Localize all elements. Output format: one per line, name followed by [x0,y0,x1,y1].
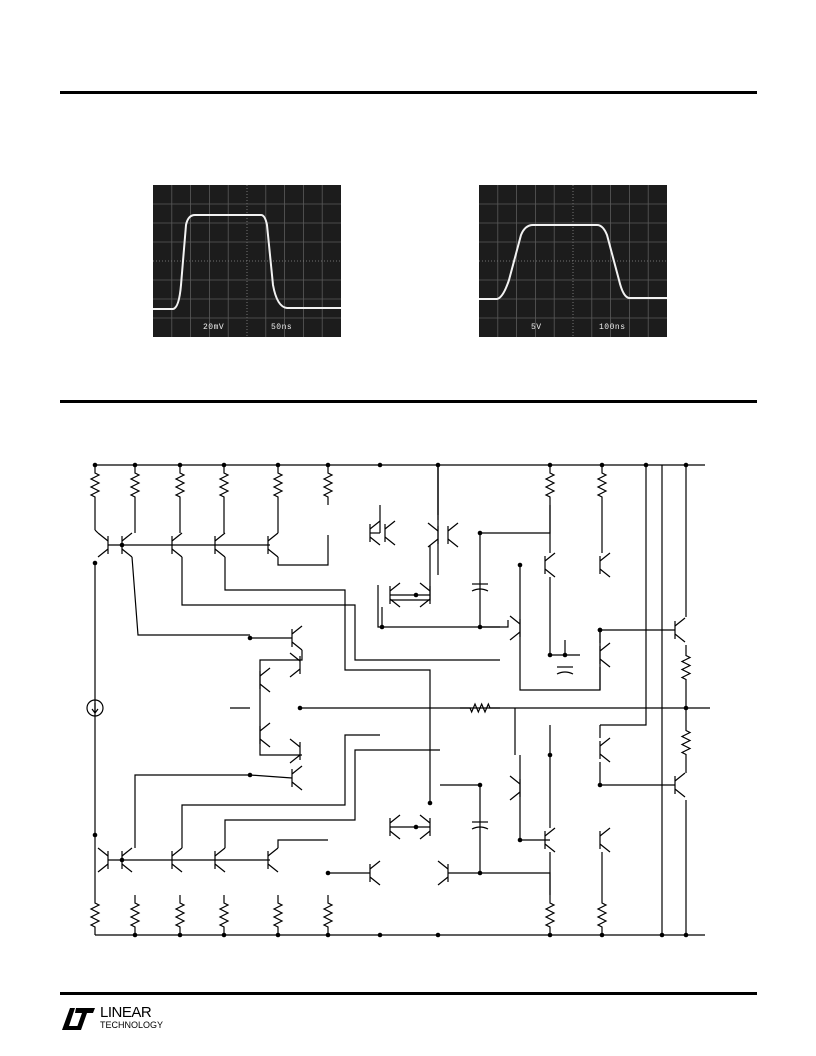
lt-logo-icon [62,1008,95,1030]
scope-volts-label-right: 5V [531,323,542,332]
simplified-schematic [86,462,710,938]
bottom-rule [60,992,757,995]
scope-screen-right [479,185,667,337]
logo-linear: LINEAR [100,1004,152,1021]
scope-photo-small-signal: 20mV 50ns [153,185,341,337]
scope-photo-large-signal: 5V 100ns [479,185,667,337]
middle-rule [60,400,757,403]
scope-screen-left [153,185,341,337]
scope-trace-left [153,214,341,310]
scope-volts-label-left: 20mV [203,323,225,332]
linear-technology-logo: LINEAR TECHNOLOGY [60,1004,180,1034]
top-rule [60,91,757,94]
logo-technology: TECHNOLOGY [100,1020,164,1030]
scope-trace-right [479,224,667,300]
scope-time-label-left: 50ns [271,323,293,332]
scope-time-label-right: 100ns [599,323,626,332]
